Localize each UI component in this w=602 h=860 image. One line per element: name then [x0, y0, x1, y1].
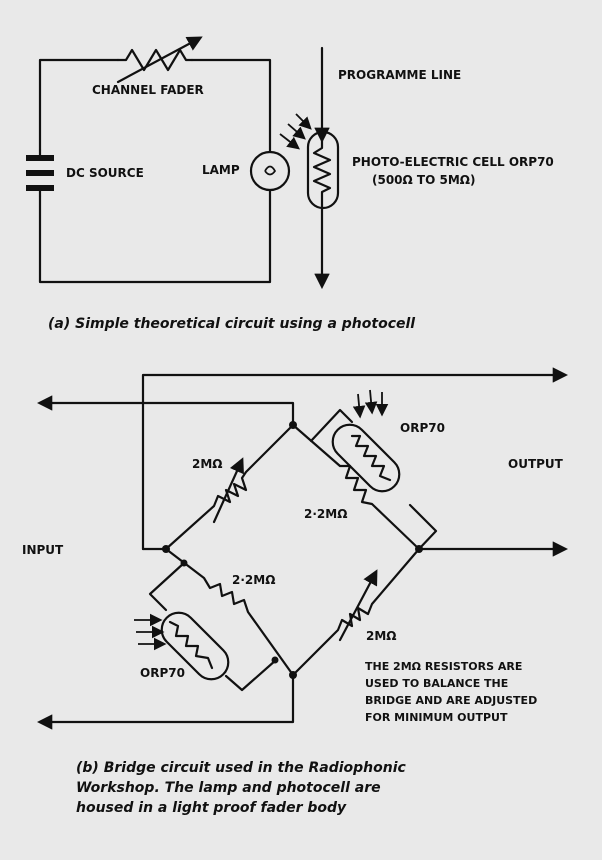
- junction-dot-right: [415, 545, 423, 553]
- photocell-bottom-orp70: [134, 561, 278, 692]
- caption-b-line-3: housed in a light proof fader body: [76, 800, 347, 816]
- resistor-bottom-right-2m: [291, 547, 421, 677]
- lamp-label: LAMP: [202, 163, 240, 177]
- caption-a: (a) Simple theoretical circuit using a p…: [48, 316, 415, 332]
- resistor-bottom-right-label: 2MΩ: [366, 629, 397, 643]
- output-label: OUTPUT: [508, 457, 564, 471]
- resistor-top-right-2-2m: [291, 423, 421, 551]
- programme-line-label: PROGRAMME LINE: [338, 68, 461, 82]
- resistor-bottom-left-label: 2·2MΩ: [232, 573, 275, 587]
- channel-fader-label: CHANNEL FADER: [92, 83, 204, 97]
- dc-source-label: DC SOURCE: [66, 166, 144, 180]
- top-rail-wire: [141, 367, 569, 551]
- resistor-top-left-label: 2MΩ: [192, 457, 223, 471]
- junction-dot-left: [162, 545, 170, 553]
- orp70-bottom-label: ORP70: [140, 666, 185, 680]
- resistor-top-right-label: 2·2MΩ: [304, 507, 347, 521]
- caption-b-line-1: (b) Bridge circuit used in the Radiophon…: [76, 760, 407, 776]
- caption-b-line-2: Workshop. The lamp and photocell are: [76, 780, 381, 796]
- input-upper-wire: [36, 395, 295, 427]
- orp70-top-label: ORP70: [400, 421, 445, 435]
- resistor-bottom-left-2-2m: [164, 547, 295, 677]
- channel-fader-resistor: [116, 36, 203, 84]
- dc-source-battery: [26, 148, 54, 198]
- lamp-symbol: [249, 150, 291, 192]
- note-line-4: FOR MINIMUM OUTPUT: [365, 711, 508, 724]
- junction-dot-bottom: [289, 671, 297, 679]
- note-line-3: BRIDGE AND ARE ADJUSTED: [365, 694, 537, 707]
- photocell-top-orp70: [309, 389, 438, 551]
- junction-dot-left-lower: [180, 559, 188, 567]
- note-line-2: USED TO BALANCE THE: [365, 677, 508, 690]
- circuit-a-loop-wire: [38, 58, 272, 284]
- resistor-top-left-2m: [164, 423, 295, 551]
- photocell-label: PHOTO-ELECTRIC CELL ORP70: [352, 155, 554, 169]
- photocell-range-label: (500Ω TO 5MΩ): [372, 173, 475, 187]
- note-line-1: THE 2MΩ RESISTORS ARE: [365, 660, 522, 673]
- junction-dot-top: [289, 421, 297, 429]
- input-label: INPUT: [22, 543, 64, 557]
- photocell-orp70: [279, 113, 340, 210]
- junction-dot-bottom-left: [271, 656, 279, 664]
- diagram-a: CHANNEL FADER DC SOURCE LAMP PROGRAMME L…: [26, 36, 554, 332]
- input-lower-wire: [36, 673, 295, 730]
- diagram-b: INPUT OUTPUT ORP70 ORP70 2MΩ 2·2MΩ 2·2MΩ…: [22, 367, 569, 816]
